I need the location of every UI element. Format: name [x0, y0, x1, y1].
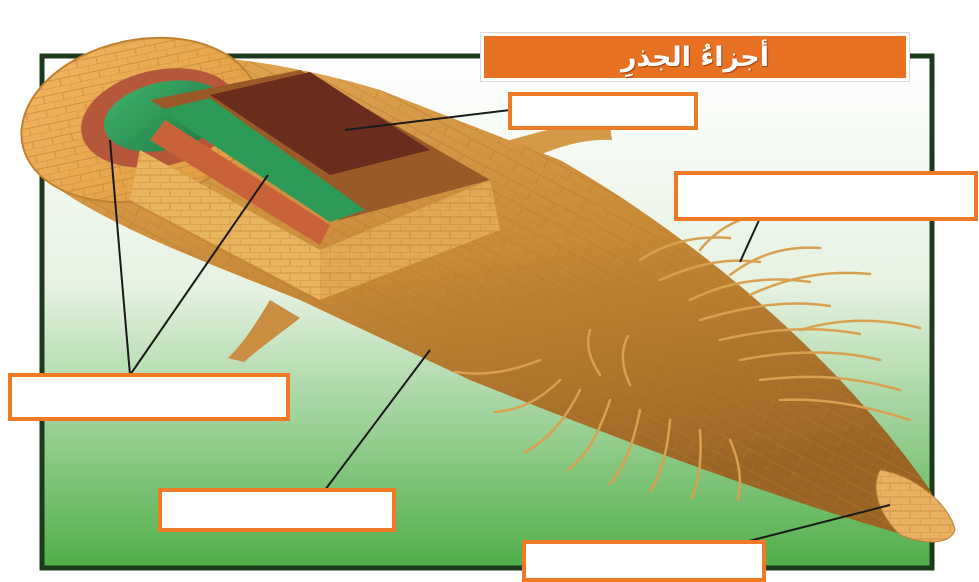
label-box-cross-section-layers[interactable]	[8, 373, 290, 421]
label-box-root-cap[interactable]	[522, 540, 766, 582]
label-box-root-hairs[interactable]	[674, 171, 978, 221]
diagram-title: أجزاءُ الجذرِ	[481, 33, 909, 81]
label-box-root-surface[interactable]	[158, 488, 396, 532]
label-box-inner-layer[interactable]	[508, 92, 698, 130]
